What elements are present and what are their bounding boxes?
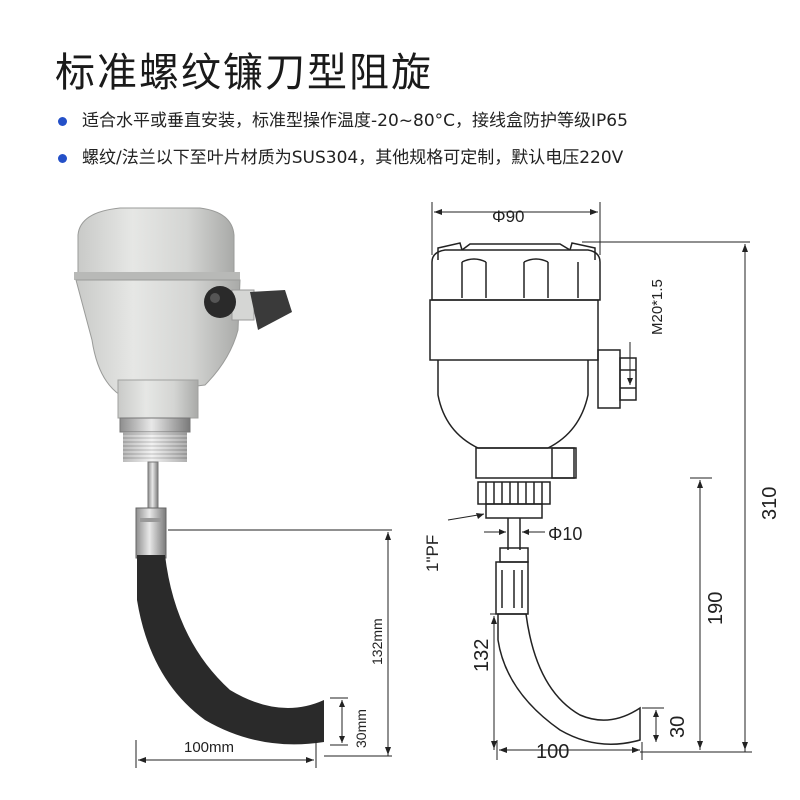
- feature-text: 螺纹/法兰以下至叶片材质为SUS304，其他规格可定制，默认电压220V: [82, 148, 624, 168]
- feature-item: 螺纹/法兰以下至叶片材质为SUS304，其他规格可定制，默认电压220V: [58, 147, 628, 169]
- dim-housing-diameter: Φ90: [492, 207, 524, 226]
- dim-cable-gland: M20*1.5: [649, 279, 666, 335]
- photo-dim-30mm: 30mm: [353, 709, 369, 748]
- bullet-dot-icon: [58, 154, 67, 163]
- drawing-dimension-lines: [431, 202, 752, 760]
- feature-list: 适合水平或垂直安装，标准型操作温度-20~80°C，接线盒防护等级IP65 螺纹…: [58, 110, 628, 184]
- dim-blade-height: 30: [667, 716, 689, 738]
- photo-dim-100mm: 100mm: [184, 739, 234, 756]
- dim-blade-vertical: 132: [471, 639, 493, 672]
- feature-text: 适合水平或垂直安装，标准型操作温度-20~80°C，接线盒防护等级IP65: [82, 111, 628, 131]
- page-title: 标准螺纹镰刀型阻旋: [55, 50, 433, 96]
- dim-total-height: 310: [759, 487, 781, 520]
- dim-thread: 1"PF: [423, 535, 442, 572]
- cable-gland-icon: [204, 286, 292, 330]
- sensor-photo: [74, 207, 324, 745]
- drawing-outline: [429, 242, 641, 745]
- dim-blade-width: 100: [536, 741, 569, 763]
- photo-dimension-lines: [135, 529, 392, 768]
- dim-insertion-length: 190: [705, 592, 727, 625]
- bullet-dot-icon: [58, 117, 67, 126]
- feature-item: 适合水平或垂直安装，标准型操作温度-20~80°C，接线盒防护等级IP65: [58, 110, 628, 132]
- dim-shaft-diameter: Φ10: [548, 524, 582, 544]
- photo-dim-132mm: 132mm: [369, 618, 385, 665]
